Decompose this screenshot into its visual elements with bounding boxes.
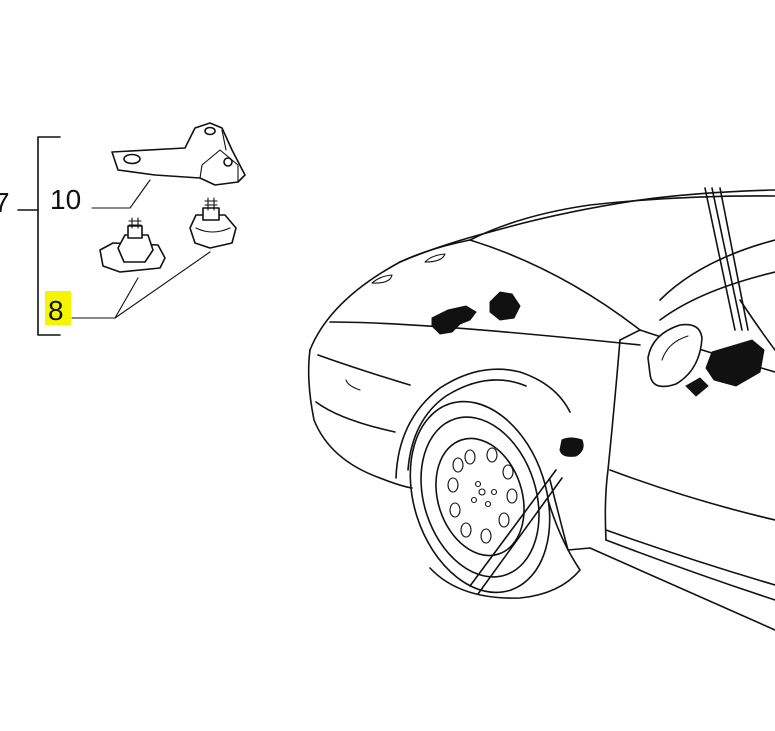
leader-lines <box>71 179 211 319</box>
callout-label-group: 7 <box>0 187 10 218</box>
fastener-part-left <box>99 217 166 273</box>
part-location-markers <box>431 291 765 457</box>
bracket-part <box>111 122 246 186</box>
fastener-part-right <box>189 197 237 249</box>
highlight-box <box>45 291 71 325</box>
callout-label-bracket: 10 <box>50 184 81 215</box>
car-illustration <box>307 187 775 631</box>
callout-label-fastener: 8 <box>48 295 64 326</box>
callout-group-bracket <box>17 136 61 336</box>
